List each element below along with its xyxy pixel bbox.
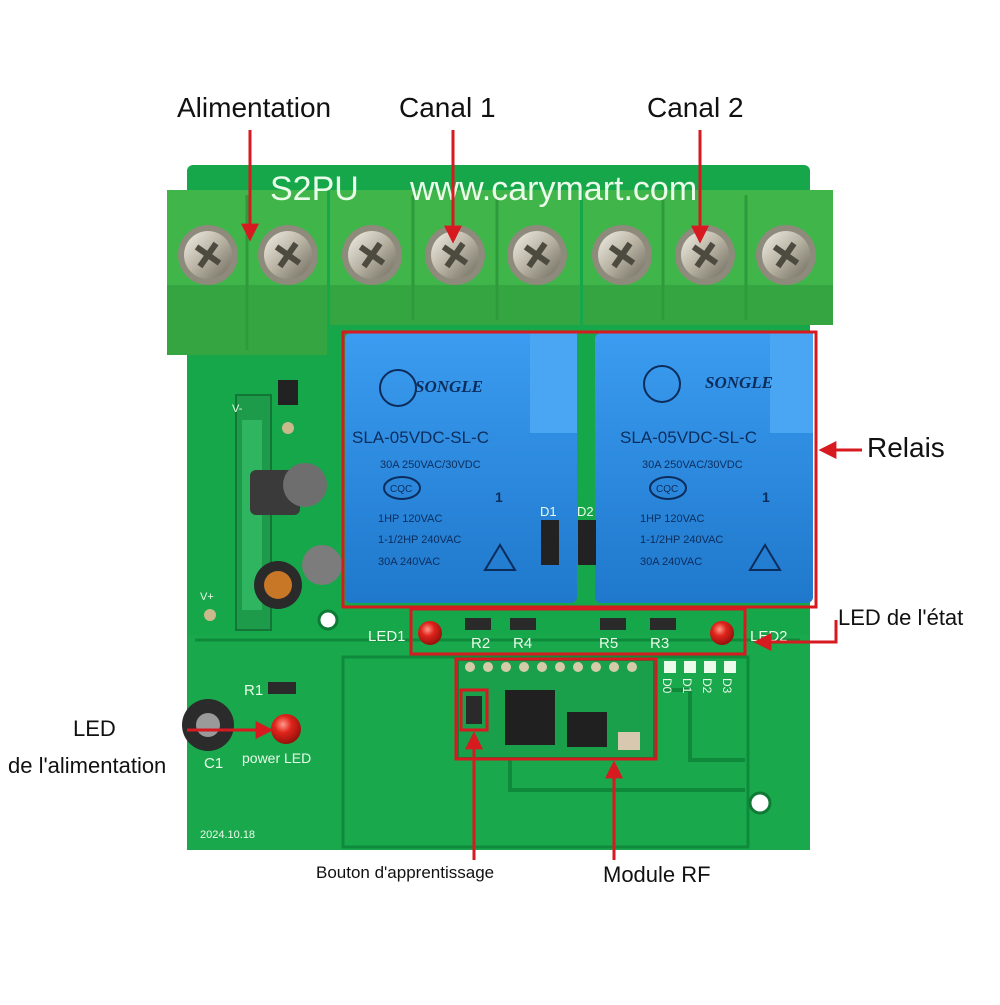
label-led-alim-line1: LED xyxy=(73,716,116,741)
silk-minus: V- xyxy=(232,403,243,415)
screw-slot-cross-7 xyxy=(694,241,716,269)
relay-1-spec-0: 30A 250VAC/30VDC xyxy=(380,459,481,471)
status-led-1 xyxy=(418,621,442,645)
learning-button-highlight-box xyxy=(459,688,489,732)
label-led-alim-line2: de l'alimentation xyxy=(8,753,167,778)
screw-slot-cross-3 xyxy=(361,241,383,269)
label-canal-1: Canal 1 xyxy=(399,92,496,123)
pin-d2: D2 xyxy=(700,678,714,694)
highlight-boxes xyxy=(341,330,818,761)
relay-2-brand: SONGLE xyxy=(705,373,773,392)
relay-1-spec-3: 30A 240VAC xyxy=(378,556,440,568)
pin-d0: D0 xyxy=(660,678,674,694)
relays-highlight-box xyxy=(341,330,818,609)
rf-header-pins xyxy=(465,662,637,672)
c1-label: C1 xyxy=(204,755,223,772)
relay-2-spec-2: 1-1/2HP 240VAC xyxy=(640,534,723,546)
relay-1-model: SLA-05VDC-SL-C xyxy=(352,428,489,447)
screw-slot-cross-8 xyxy=(775,241,797,269)
board-date-marking: 2024.10.18 xyxy=(200,829,255,841)
relay-2-spec-1: 1HP 120VAC xyxy=(640,513,704,525)
arrow-led-etat xyxy=(753,620,838,651)
pin-d1: D1 xyxy=(680,678,694,694)
status-led-highlight-box xyxy=(409,607,747,656)
label-led-etat: LED de l'état xyxy=(838,605,964,630)
data-pins: D0 D1 D2 D3 xyxy=(660,661,736,694)
callout-arrows xyxy=(187,130,862,860)
relay-1-cqc: CQC xyxy=(390,484,412,495)
resistor-r4-label: R4 xyxy=(513,635,532,652)
relay-1: SONGLE SLA-05VDC-SL-C 30A 250VAC/30VDC 1… xyxy=(345,333,577,603)
label-alimentation: Alimentation xyxy=(177,92,332,123)
power-led xyxy=(271,714,301,744)
status-led-row: LED1 LED2 R2 R4 R5 R3 xyxy=(368,618,788,652)
screw-slot-cross-4 xyxy=(444,241,466,269)
relay-2: SONGLE SLA-05VDC-SL-C 30A 250VAC/30VDC 1… xyxy=(595,333,813,603)
relay-1-spec-2: 1-1/2HP 240VAC xyxy=(378,534,461,546)
relay-2-spec-0: 30A 250VAC/30VDC xyxy=(642,459,743,471)
screw-slot-cross-5 xyxy=(526,241,548,269)
board-model-marking: S2PU xyxy=(270,170,359,208)
power-led-silk: power LED xyxy=(242,750,311,766)
relay-2-spec-3: 30A 240VAC xyxy=(640,556,702,568)
r1-label: R1 xyxy=(244,682,263,699)
relay-2-model: SLA-05VDC-SL-C xyxy=(620,428,757,447)
label-relais: Relais xyxy=(867,432,945,463)
board-website-marking: www.carymart.com xyxy=(409,170,697,208)
screw-slot-cross-6 xyxy=(611,241,633,269)
resistor-r3-label: R3 xyxy=(650,635,669,652)
resistor-r2-label: R2 xyxy=(471,635,490,652)
learning-button[interactable] xyxy=(466,696,482,724)
resistor-r5-label: R5 xyxy=(599,635,618,652)
rf-module xyxy=(457,659,655,759)
label-bouton-apprentissage: Bouton d'apprentissage xyxy=(316,863,495,882)
screw-slot-cross-1 xyxy=(197,241,219,269)
led1-label: LED1 xyxy=(368,628,406,645)
label-module-rf: Module RF xyxy=(603,862,711,887)
diodes: D1 D2 xyxy=(540,504,596,565)
silk-vplus: V+ xyxy=(200,591,214,603)
screw-slot-cross-2 xyxy=(277,241,299,269)
diode-label-1: D1 xyxy=(540,504,557,519)
label-canal-2: Canal 2 xyxy=(647,92,744,123)
terminal-screws xyxy=(178,225,816,285)
pin-d3: D3 xyxy=(720,678,734,694)
rf-module-highlight-box xyxy=(454,657,658,761)
relay-1-ul: 1 xyxy=(495,489,503,505)
status-led-2 xyxy=(710,621,734,645)
diode-label-2: D2 xyxy=(577,504,594,519)
power-converter-module xyxy=(235,380,342,631)
relay-1-brand: SONGLE xyxy=(415,377,483,396)
relay-2-ul: 1 xyxy=(762,489,770,505)
relay-2-cqc: CQC xyxy=(656,484,678,495)
relay-1-spec-1: 1HP 120VAC xyxy=(378,513,442,525)
